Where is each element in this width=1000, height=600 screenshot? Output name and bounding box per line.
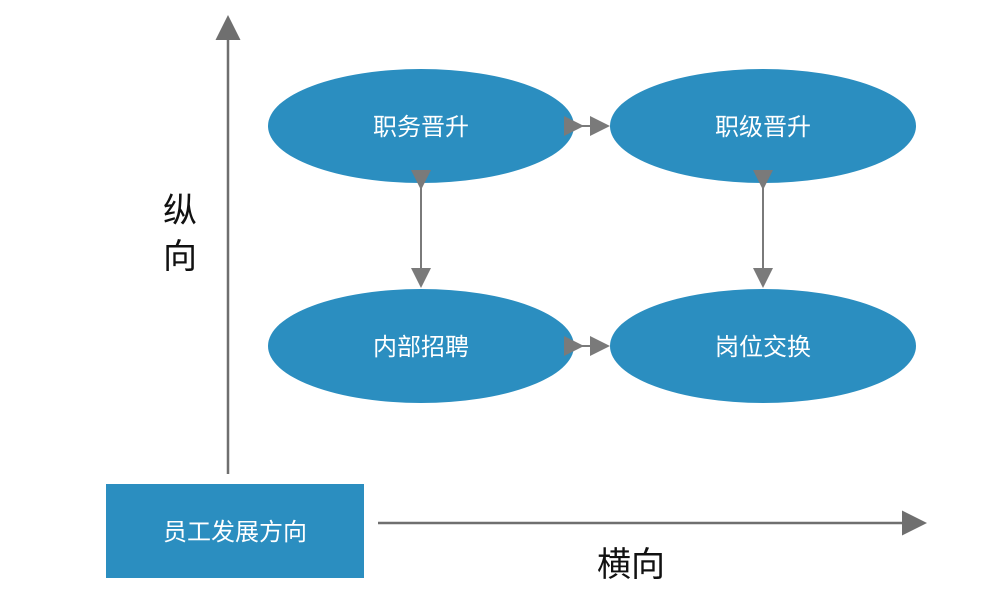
- node-job-rotation: [610, 289, 916, 403]
- node-job-promotion: [268, 69, 574, 183]
- node-rank-promotion: [610, 69, 916, 183]
- origin-box: [106, 484, 364, 578]
- node-rank-promotion-label: 职级晋升: [715, 113, 811, 141]
- origin-label: 员工发展方向: [163, 518, 307, 546]
- vertical-axis-label-bottom: 向: [163, 237, 197, 277]
- node-internal-recruitment-label: 内部招聘: [373, 333, 469, 361]
- node-internal-recruitment: [268, 289, 574, 403]
- node-job-promotion-label: 职务晋升: [373, 113, 469, 141]
- vertical-axis-label-top: 纵: [163, 191, 197, 231]
- node-job-rotation-label: 岗位交换: [715, 333, 811, 361]
- horizontal-axis-label: 横向: [597, 545, 665, 585]
